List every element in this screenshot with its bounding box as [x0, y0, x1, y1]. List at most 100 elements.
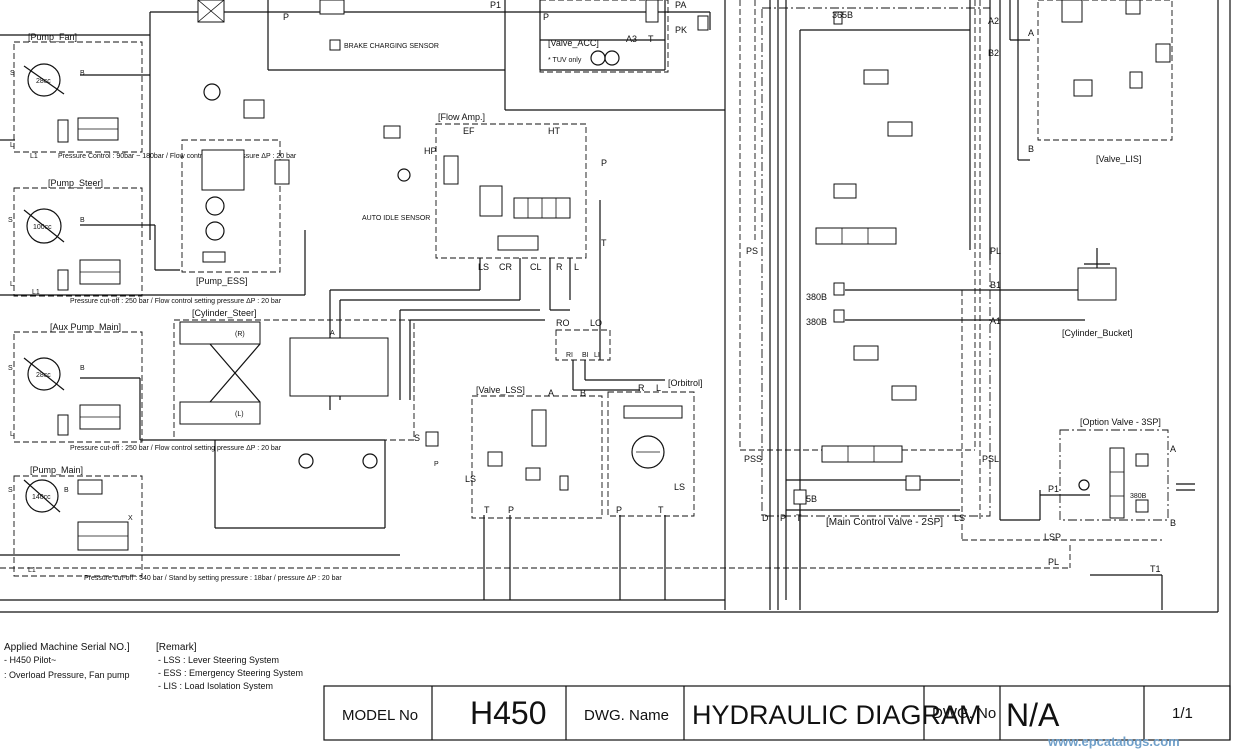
svg-text:(L): (L) — [235, 411, 244, 418]
option-valve-label: [Option Valve - 3SP] — [1080, 417, 1161, 427]
svg-text:RI: RI — [566, 352, 573, 359]
pipe-network — [0, 0, 1163, 610]
svg-text:B1: B1 — [990, 280, 1001, 290]
svg-text:P: P — [434, 461, 439, 468]
dwg-name-value: HYDRAULIC DIAGRAM — [692, 700, 982, 730]
svg-text:365B: 365B — [832, 10, 853, 20]
svg-text:[Cylinder_Bucket]: [Cylinder_Bucket] — [1062, 328, 1133, 338]
svg-text:- ESS : Emergency Steering Sys: - ESS : Emergency Steering System — [158, 668, 303, 678]
ess-pump-symbol — [205, 221, 225, 241]
pump-steer-symbol — [26, 208, 62, 244]
svg-text:L: L — [10, 142, 14, 149]
orbitrol-label: [Orbitrol] — [668, 378, 703, 388]
svg-text:P: P — [283, 12, 289, 22]
steer-cylinder-l — [179, 401, 261, 425]
svg-text:T: T — [601, 238, 607, 248]
pump-steer-label: [Pump_Steer] — [48, 178, 103, 188]
svg-text:B2: B2 — [988, 48, 999, 58]
remark-title: [Remark] — [156, 642, 197, 653]
svg-text:Pressure cut-off : 340 bar / S: Pressure cut-off : 340 bar / Stand by se… — [84, 575, 342, 582]
svg-text:P: P — [780, 513, 786, 523]
svg-text:P: P — [508, 505, 514, 515]
svg-text:S: S — [8, 217, 13, 224]
svg-text:28cc: 28cc — [36, 372, 51, 379]
svg-text:- H450 Pilot~: - H450 Pilot~ — [4, 655, 56, 665]
svg-text:L: L — [574, 262, 579, 272]
aux-pump-main-label: [Aux Pump_Main] — [50, 322, 121, 332]
svg-text:PSL: PSL — [982, 454, 999, 464]
orbitrol-group: [Orbitrol] R L LS P T — [607, 378, 703, 517]
svg-text:R: R — [638, 383, 645, 393]
svg-text:PL: PL — [990, 246, 1001, 256]
pump-main-symbol — [25, 479, 59, 513]
svg-text:L: L — [10, 431, 14, 438]
svg-text:LSP: LSP — [1044, 532, 1061, 542]
valve-lis-label: [Valve_LIS] — [1096, 154, 1141, 164]
svg-text:: Overload Pressure, Fan pump: : Overload Pressure, Fan pump — [4, 670, 130, 680]
orbitrol-motor — [631, 435, 665, 469]
pump-fan-symbol — [27, 63, 61, 97]
mcv-spool-bucket — [815, 227, 897, 245]
svg-text:380B: 380B — [806, 292, 827, 302]
svg-text:P: P — [543, 12, 549, 22]
cylinder-bucket-group: [Cylinder_Bucket] — [1062, 248, 1133, 338]
svg-text:LS: LS — [674, 482, 685, 492]
svg-text:B: B — [1170, 518, 1176, 528]
ro-lo-block: RO LO RI BI LI — [555, 318, 611, 361]
dwg-no-label: DWG. No — [932, 705, 996, 722]
pump-steer-group: [Pump_Steer] 100cc S B L1 L Pressure cut… — [8, 178, 282, 305]
svg-text:S: S — [8, 487, 13, 494]
brake-acc-group: BRAKE CHARGING SENSOR P P1 P [Valve_ACC]… — [197, 0, 709, 73]
valve-acc-label: [Valve_ACC] — [548, 38, 599, 48]
svg-text:Pressure cut-off : 250 bar / F: Pressure cut-off : 250 bar / Flow contro… — [70, 445, 282, 452]
svg-text:T: T — [796, 513, 802, 523]
model-no-label: MODEL No — [342, 707, 418, 724]
svg-text:380B: 380B — [806, 317, 827, 327]
svg-text:HP: HP — [424, 146, 437, 156]
svg-text:PSS: PSS — [744, 454, 762, 464]
svg-text:B: B — [80, 217, 85, 224]
drawing-frame — [0, 0, 1231, 740]
valve-lis-group: [Valve_LIS] A B — [1028, 0, 1173, 164]
svg-text:B: B — [80, 70, 85, 77]
svg-text:LS: LS — [954, 513, 965, 523]
dwg-name-label: DWG. Name — [584, 707, 669, 724]
svg-text:D: D — [762, 513, 769, 523]
bucket-cylinder-body — [1077, 267, 1117, 301]
model-no-value: H450 — [470, 695, 547, 731]
pump-fan-group: [Pump_Fan] 28cc S B L1 L Pressure Contro… — [10, 32, 297, 160]
svg-text:380B: 380B — [1130, 493, 1147, 500]
svg-text:BRAKE CHARGING SENSOR: BRAKE CHARGING SENSOR — [344, 43, 439, 50]
steer-cylinder-r — [179, 321, 261, 345]
svg-text:LS: LS — [465, 474, 476, 484]
svg-text:LO: LO — [590, 318, 602, 328]
svg-text:S: S — [414, 433, 420, 443]
svg-text:B: B — [1028, 144, 1034, 154]
svg-text:P: P — [601, 158, 607, 168]
watermark: www.epcatalogs.com — [1047, 734, 1180, 749]
svg-text:T: T — [484, 505, 490, 515]
svg-text:EF: EF — [463, 126, 475, 136]
svg-text:RO: RO — [556, 318, 570, 328]
flow-amp-group: [Flow Amp.] EF HP HT P T LS CR CL R L AU… — [362, 112, 607, 272]
option-valve-spool — [1109, 447, 1125, 519]
svg-text:A: A — [1170, 444, 1176, 454]
svg-text:CR: CR — [499, 262, 512, 272]
svg-text:A: A — [330, 330, 335, 337]
svg-text:Pressure Control : 90bar ~ 180: Pressure Control : 90bar ~ 180bar / Flow… — [58, 153, 297, 160]
svg-text:CL: CL — [530, 262, 542, 272]
svg-text:PL: PL — [1048, 557, 1059, 567]
cylinder-steer-group: [Cylinder_Steer] (R) (L) A — [173, 308, 415, 469]
svg-text:- LIS : Load Isolation System: - LIS : Load Isolation System — [158, 681, 273, 691]
svg-text:28cc: 28cc — [36, 78, 51, 85]
svg-text:Pressure cut-off : 250 bar / F: Pressure cut-off : 250 bar / Flow contro… — [70, 298, 282, 305]
svg-text:AUTO IDLE SENSOR: AUTO IDLE SENSOR — [362, 215, 430, 222]
svg-text:S: S — [8, 365, 13, 372]
pump-ess-group: [Pump_ESS] — [181, 83, 290, 286]
mcv-label: [Main Control Valve - 2SP] — [826, 517, 943, 528]
svg-text:B: B — [64, 487, 69, 494]
svg-text:A: A — [548, 388, 554, 398]
svg-text:A2: A2 — [988, 16, 999, 26]
svg-text:T1: T1 — [1150, 564, 1161, 574]
svg-text:(R): (R) — [235, 331, 245, 338]
